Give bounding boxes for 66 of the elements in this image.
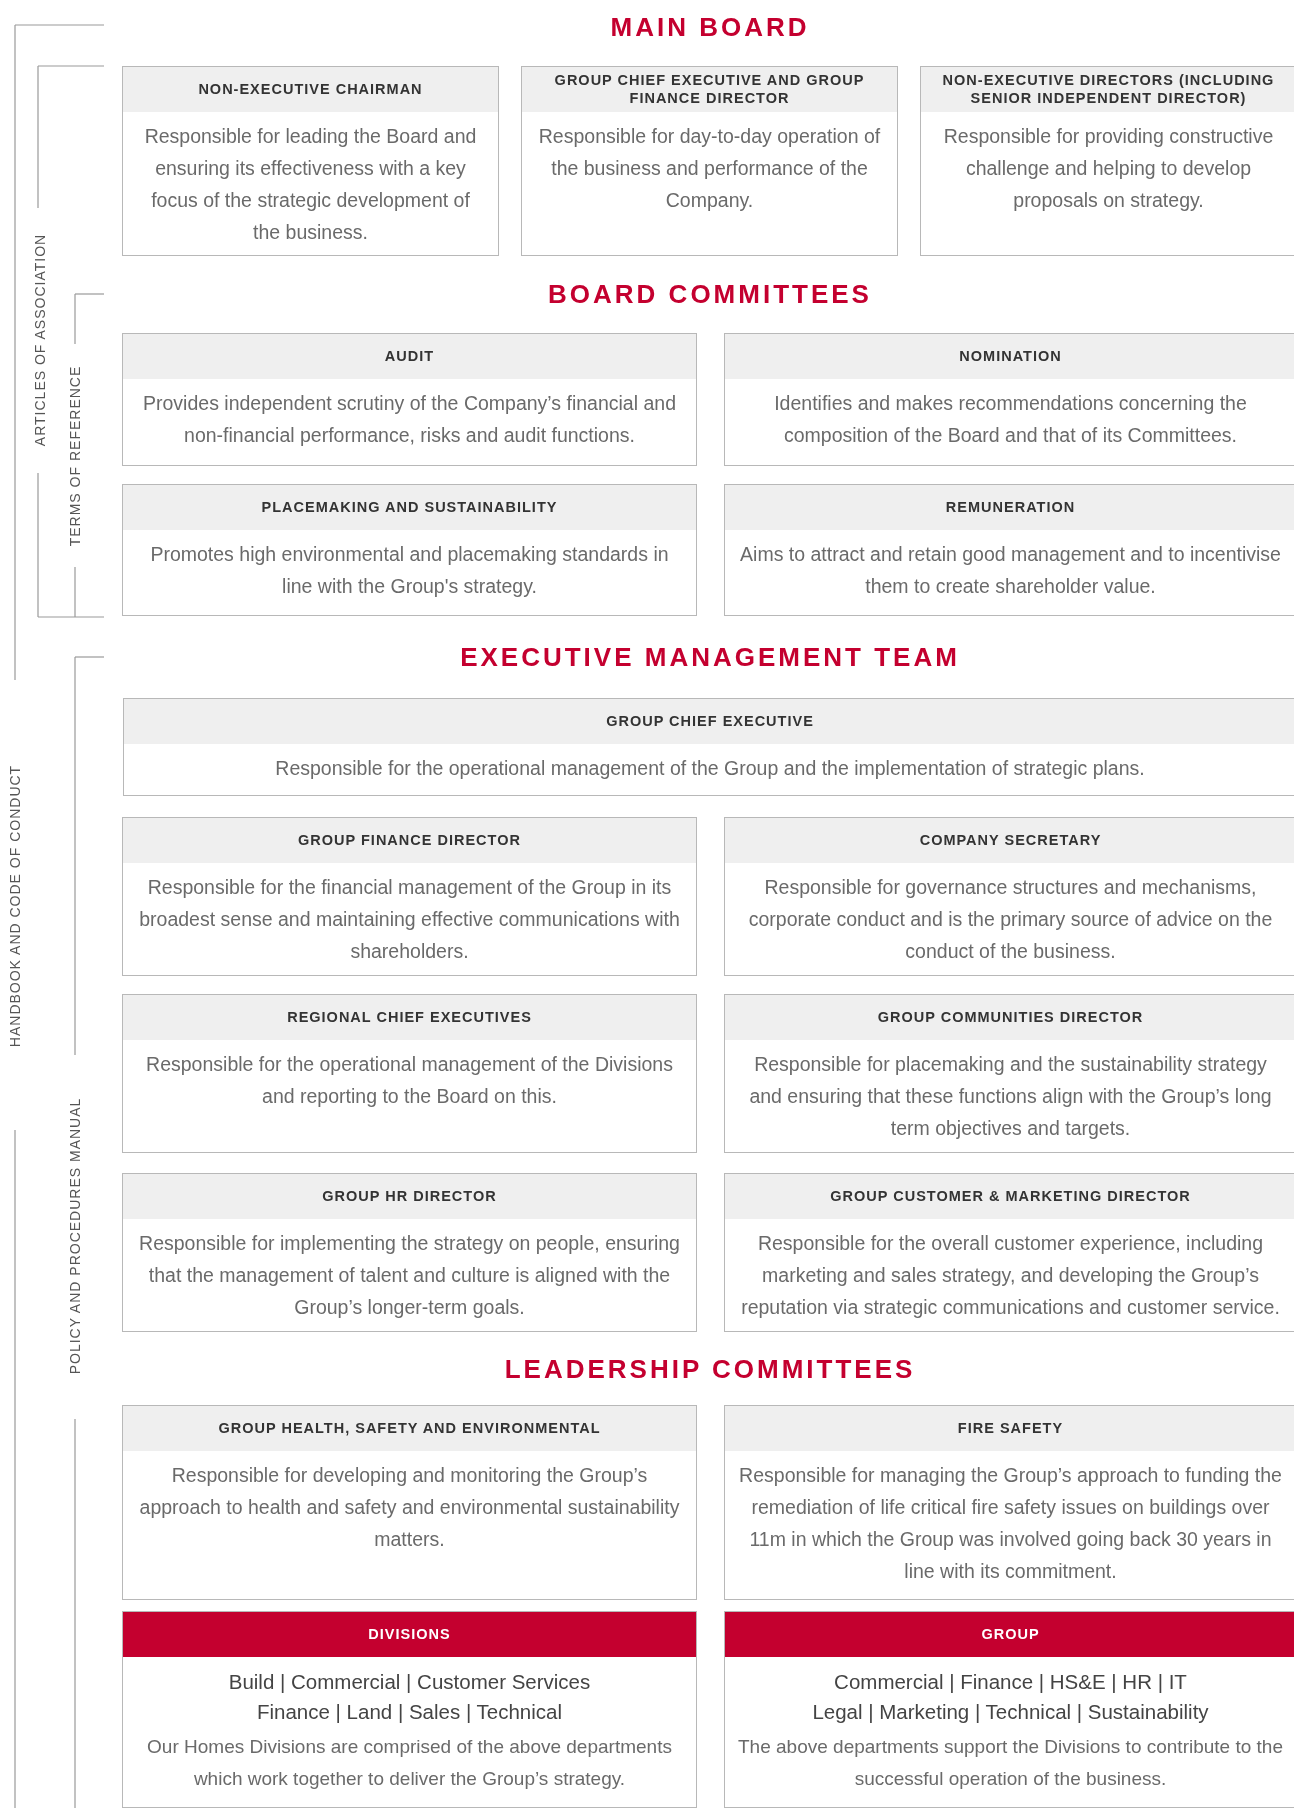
card-description: Provides independent scrutiny of the Company’s financial and non-financial performance, risks and audit functions. <box>142 391 677 448</box>
card-description: Responsible for developing and monitoring the Group’s approach to health and safety and environmental sustainability matters. <box>138 1463 681 1552</box>
role-card <box>521 66 898 256</box>
card-description: Responsible for placemaking and the sustainability strategy and ensuring that these functions align with the Group’s long term objectives and targets. <box>748 1052 1273 1141</box>
card-description: Responsible for leading the Board and ensuring its effectiveness with a key focus of the strategic development of the business. <box>143 124 478 245</box>
card-description: Responsible for implementing the strategy on people, ensuring that the management of talent and culture is aligned with the Group’s longer-term goals. <box>138 1231 681 1320</box>
card-heading: REGIONAL CHIEF EXECUTIVES <box>123 995 696 1040</box>
role-card <box>724 1405 1294 1600</box>
card-description: Aims to attract and retain good management and to incentivise them to create shareholder value. <box>739 542 1282 599</box>
card-description: Responsible for the financial management of the Group in its broadest sense and maintaining effective communications with shareholders. <box>138 875 681 964</box>
card-heading: COMPANY SECRETARY <box>725 818 1294 863</box>
card-heading: FIRE SAFETY <box>725 1406 1294 1451</box>
department-card <box>724 1611 1294 1808</box>
bracket-label: TERMS OF REFERENCE <box>67 365 83 547</box>
card-heading: NON-EXECUTIVE DIRECTORS (INCLUDING SENIOR INDEPENDENT DIRECTOR) <box>921 67 1294 112</box>
card-description: Responsible for the overall customer experience, including marketing and sales strategy, and developing the Group’s reputation via strategic communications and customer service. <box>740 1231 1281 1320</box>
department-card <box>122 1611 697 1808</box>
card-heading: GROUP FINANCE DIRECTOR <box>123 818 696 863</box>
card-heading: REMUNERATION <box>725 485 1294 530</box>
role-card <box>122 1173 697 1332</box>
role-card <box>122 333 697 466</box>
section-heading: EXECUTIVE MANAGEMENT TEAM <box>460 642 960 673</box>
role-card <box>920 66 1294 256</box>
role-card <box>724 1173 1294 1332</box>
role-card <box>724 817 1294 976</box>
bracket-label: HANDBOOK AND CODE OF CONDUCT <box>7 764 23 1048</box>
role-card <box>122 1405 697 1600</box>
department-list: Commercial | Finance | HS&E | HR | IT <box>725 1657 1294 1697</box>
role-card <box>724 994 1294 1153</box>
department-list: Finance | Land | Sales | Technical <box>123 1697 696 1727</box>
card-description: The above departments support the Divisions to contribute to the successful operation of the business. <box>737 1735 1284 1791</box>
card-description: Identifies and makes recommendations concerning the composition of the Board and that of its Committees. <box>773 391 1248 448</box>
department-list: Build | Commercial | Customer Services <box>123 1657 696 1697</box>
role-card <box>122 66 499 256</box>
card-description: Our Homes Divisions are comprised of the above departments which work together to deliver the Group’s strategy. <box>146 1735 673 1791</box>
role-card <box>122 484 697 616</box>
role-card <box>724 484 1294 616</box>
card-heading: DIVISIONS <box>123 1612 696 1657</box>
department-list: Legal | Marketing | Technical | Sustainability <box>725 1697 1294 1727</box>
role-card <box>122 817 697 976</box>
section-heading: LEADERSHIP COMMITTEES <box>504 1354 916 1385</box>
card-description: Responsible for the operational management of the Group and the implementation of strategic plans. <box>274 756 1146 781</box>
role-card <box>122 994 697 1153</box>
bracket-label: POLICY AND PROCEDURES MANUAL <box>67 1097 83 1375</box>
card-heading: PLACEMAKING AND SUSTAINABILITY <box>123 485 696 530</box>
card-description: Responsible for managing the Group’s approach to funding the remediation of life critical fire safety issues on buildings over 11m in which the Group was involved going back 30 years in line with its commitment. <box>738 1463 1283 1584</box>
card-heading: GROUP COMMUNITIES DIRECTOR <box>725 995 1294 1040</box>
card-description: Promotes high environmental and placemaking standards in line with the Group's strategy. <box>149 542 670 599</box>
card-heading: GROUP HR DIRECTOR <box>123 1174 696 1219</box>
card-heading: GROUP HEALTH, SAFETY AND ENVIRONMENTAL <box>123 1406 696 1451</box>
card-heading: AUDIT <box>123 334 696 379</box>
card-heading: GROUP CHIEF EXECUTIVE <box>124 699 1294 744</box>
card-heading: NOMINATION <box>725 334 1294 379</box>
card-heading: GROUP CUSTOMER & MARKETING DIRECTOR <box>725 1174 1294 1219</box>
card-description: Responsible for governance structures and mechanisms, corporate conduct and is the primary source of advice on the conduct of the business. <box>747 875 1274 964</box>
role-card <box>724 333 1294 466</box>
card-heading: NON-EXECUTIVE CHAIRMAN <box>123 67 498 112</box>
bracket-label: ARTICLES OF ASSOCIATION <box>32 233 48 447</box>
section-heading: MAIN BOARD <box>610 12 810 43</box>
role-card <box>123 698 1294 796</box>
section-heading: BOARD COMMITTEES <box>548 279 872 310</box>
card-heading: GROUP CHIEF EXECUTIVE AND GROUP FINANCE DIRECTOR <box>522 67 897 112</box>
card-description: Responsible for day-to-day operation of the business and performance of the Company. <box>537 124 882 213</box>
card-description: Responsible for the operational management of the Divisions and reporting to the Board on this. <box>145 1052 674 1109</box>
card-heading: GROUP <box>725 1612 1294 1657</box>
card-description: Responsible for providing constructive challenge and helping to develop proposals on strategy. <box>942 124 1275 213</box>
